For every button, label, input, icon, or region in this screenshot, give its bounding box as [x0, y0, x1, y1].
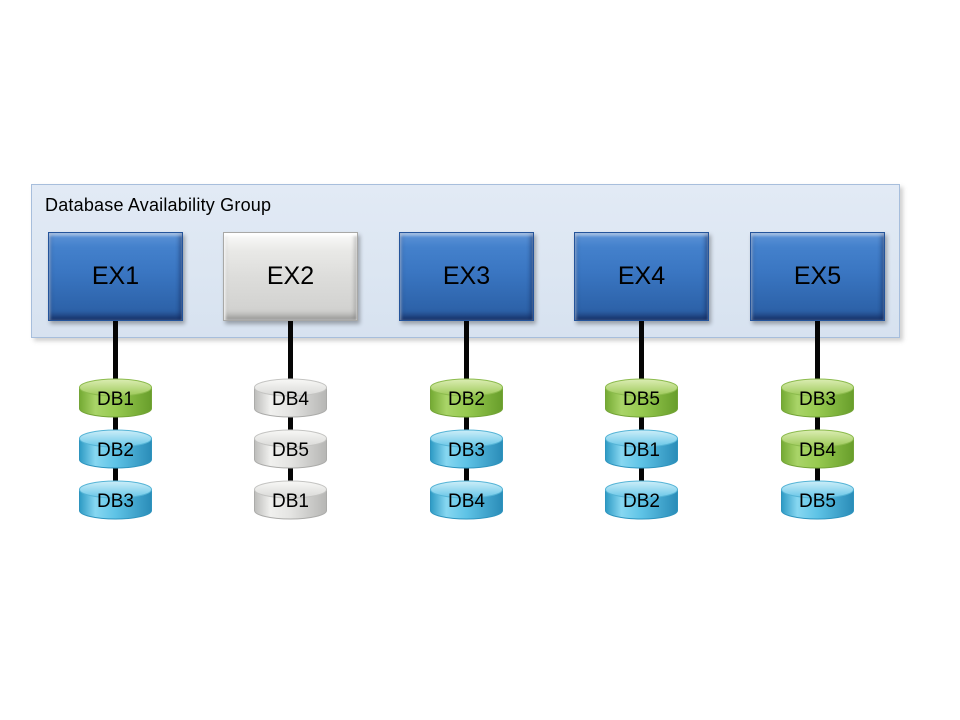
db-cylinder-db3: DB3: [780, 378, 855, 419]
db-label: DB1: [97, 389, 134, 410]
db-stack: DB2 DB3 DB4: [399, 232, 534, 524]
database-cylinder-icon: [79, 378, 152, 418]
db-label: DB4: [272, 389, 309, 410]
database-cylinder-icon: [254, 378, 327, 418]
database-cylinder-icon: [781, 429, 854, 469]
db-label: DB3: [97, 491, 134, 512]
database-cylinder-icon: [254, 429, 327, 469]
db-label: DB2: [448, 389, 485, 410]
db-cylinder-db2: DB2: [78, 429, 153, 470]
db-label: DB4: [799, 440, 836, 461]
database-cylinder-icon: [254, 480, 327, 520]
database-cylinder-icon: [605, 480, 678, 520]
database-cylinder-icon: [605, 378, 678, 418]
db-stack: DB3 DB4 DB5: [750, 232, 885, 524]
db-cylinder-db4: DB4: [253, 378, 328, 419]
db-label: DB3: [799, 389, 836, 410]
server-column-ex5: EX5 DB3 DB4 DB5: [750, 232, 885, 524]
db-stack: DB1 DB2 DB3: [48, 232, 183, 524]
db-label: DB5: [272, 440, 309, 461]
db-label: DB1: [623, 440, 660, 461]
database-cylinder-icon: [430, 429, 503, 469]
server-label: EX1: [91, 262, 140, 290]
database-cylinder-icon: [781, 480, 854, 520]
db-label: DB3: [448, 440, 485, 461]
db-label: DB5: [799, 491, 836, 512]
db-label: DB2: [623, 491, 660, 512]
db-stack: DB5 DB1 DB2: [574, 232, 709, 524]
db-label: DB2: [97, 440, 134, 461]
database-cylinder-icon: [605, 429, 678, 469]
server-column-ex3: EX3 DB2 DB3 DB4: [399, 232, 534, 524]
db-cylinder-db4: DB4: [429, 480, 504, 521]
db-cylinder-db1: DB1: [604, 429, 679, 470]
server-column-ex4: EX4 DB5 DB1 DB2: [574, 232, 709, 524]
db-cylinder-db5: DB5: [780, 480, 855, 521]
db-cylinder-db3: DB3: [429, 429, 504, 470]
server-label: EX4: [617, 262, 666, 290]
db-cylinder-db5: DB5: [253, 429, 328, 470]
server-box-ex1: EX1: [48, 232, 183, 321]
db-cylinder-db2: DB2: [429, 378, 504, 419]
database-cylinder-icon: [781, 378, 854, 418]
db-cylinder-db2: DB2: [604, 480, 679, 521]
database-cylinder-icon: [79, 480, 152, 520]
db-cylinder-db3: DB3: [78, 480, 153, 521]
server-label: EX5: [793, 262, 842, 290]
database-cylinder-icon: [79, 429, 152, 469]
server-label: EX3: [442, 262, 491, 290]
server-box-ex5: EX5: [750, 232, 885, 321]
db-cylinder-db1: DB1: [253, 480, 328, 521]
database-cylinder-icon: [430, 378, 503, 418]
db-stack: DB4 DB5 DB1: [223, 232, 358, 524]
server-box-ex3: EX3: [399, 232, 534, 321]
dag-title: Database Availability Group: [45, 195, 272, 215]
db-label: DB1: [272, 491, 309, 512]
server-box-ex2: EX2: [223, 232, 358, 321]
db-cylinder-db5: DB5: [604, 378, 679, 419]
database-cylinder-icon: [430, 480, 503, 520]
db-label: DB5: [623, 389, 660, 410]
db-cylinder-db4: DB4: [780, 429, 855, 470]
db-label: DB4: [448, 491, 485, 512]
server-label: EX2: [266, 262, 315, 290]
server-box-ex4: EX4: [574, 232, 709, 321]
server-column-ex2: EX2 DB4 DB5 DB1: [223, 232, 358, 524]
server-column-ex1: EX1 DB1 DB2 DB3: [48, 232, 183, 524]
db-cylinder-db1: DB1: [78, 378, 153, 419]
